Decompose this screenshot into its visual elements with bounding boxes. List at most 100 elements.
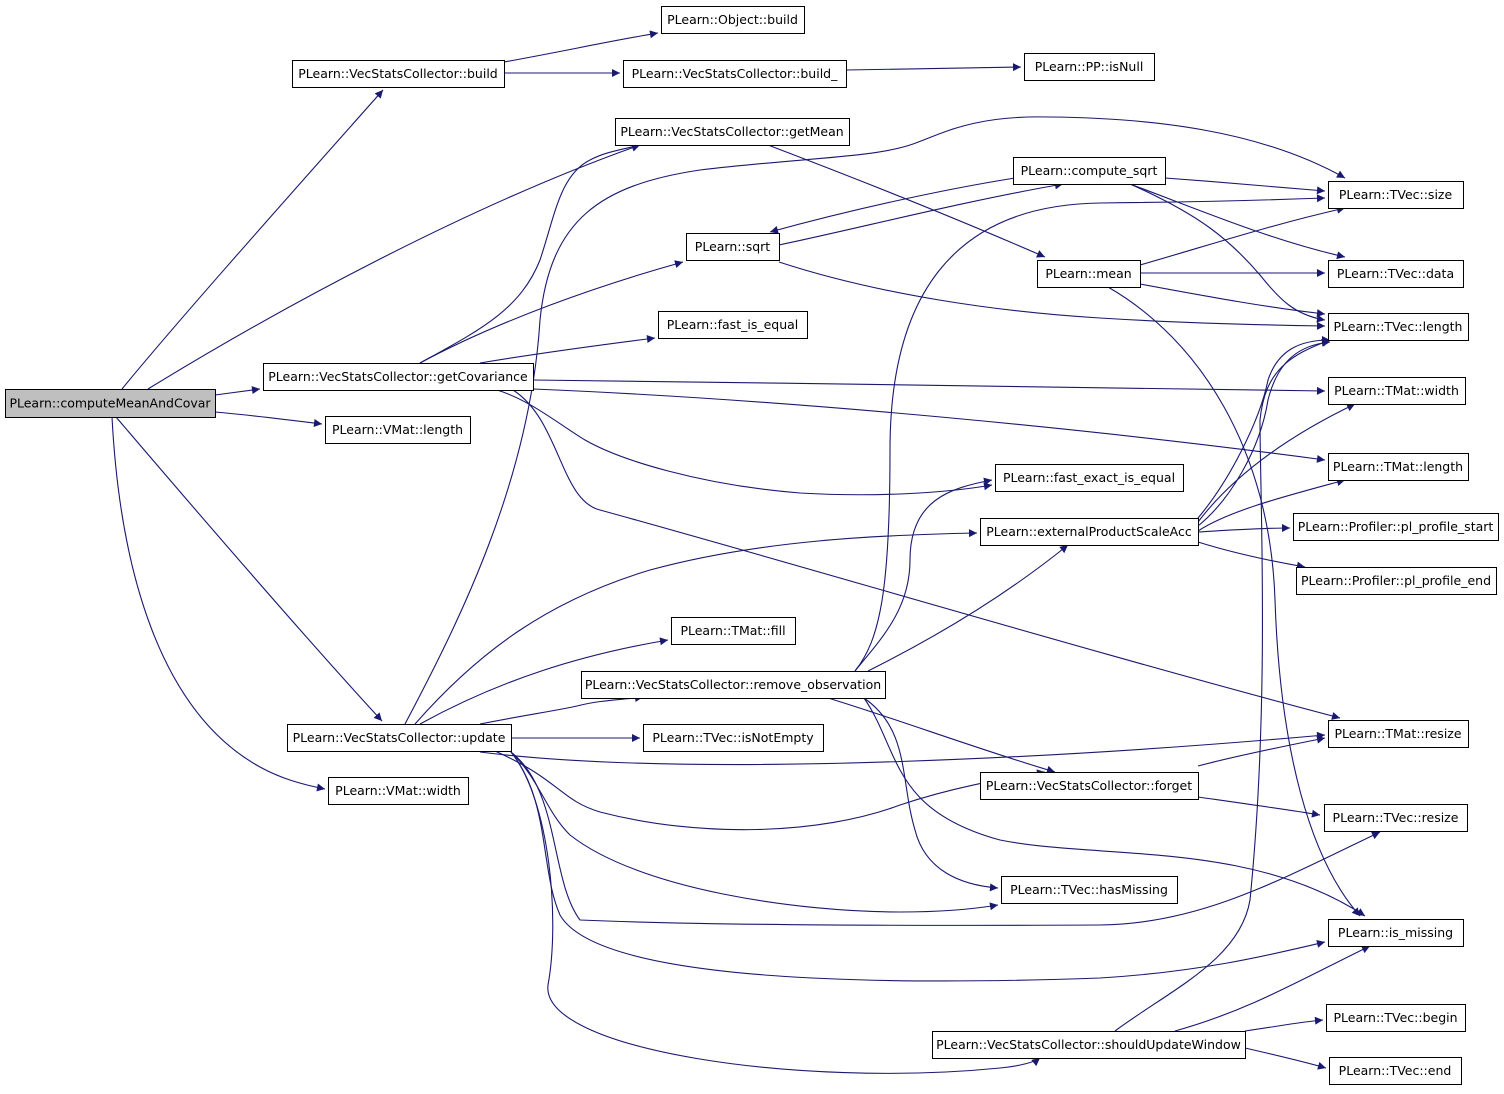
node-tvec-end[interactable]: PLearn::TVec::end [1329, 1057, 1462, 1085]
node-obj-build[interactable]: PLearn::Object::build [661, 6, 805, 34]
call-edge-vsc-shouldUpdateWindow-to-tvec-length [1114, 339, 1331, 1032]
call-edge-vsc-update-to-tvec-resize [510, 751, 1381, 926]
node-pp-isNull[interactable]: PLearn::PP::isNull [1024, 53, 1155, 81]
call-edge-vsc-update-to-tmat-resize [479, 731, 1326, 766]
node-vsc-shouldUpdateWindow[interactable]: PLearn::VecStatsCollector::shouldUpdateW… [932, 1031, 1246, 1059]
node-label: PLearn::TMat::fill [680, 623, 785, 638]
node-computeMeanAndCovar[interactable]: PLearn::computeMeanAndCovar [5, 389, 216, 418]
node-sqrt[interactable]: PLearn::sqrt [686, 233, 780, 261]
node-vmat-width[interactable]: PLearn::VMat::width [328, 777, 469, 805]
node-label: PLearn::fast_exact_is_equal [1003, 470, 1175, 485]
node-tmat-width[interactable]: PLearn::TMat::width [1328, 377, 1466, 405]
node-vmat-length[interactable]: PLearn::VMat::length [325, 416, 471, 444]
call-edge-compute-sqrt-to-tvec-size [1164, 177, 1326, 195]
node-fast-is-equal[interactable]: PLearn::fast_is_equal [658, 311, 808, 339]
node-label: PLearn::VecStatsCollector::forget [986, 778, 1192, 793]
call-edge-vsc-build--to-pp-isNull [845, 63, 1022, 72]
node-tmat-length[interactable]: PLearn::TMat::length [1328, 453, 1469, 481]
node-vsc-update[interactable]: PLearn::VecStatsCollector::update [287, 724, 512, 752]
node-mean[interactable]: PLearn::mean [1037, 260, 1141, 288]
node-tvec-resize[interactable]: PLearn::TVec::resize [1324, 804, 1468, 832]
node-box [1324, 804, 1468, 832]
call-edge-vsc-update-to-is-missing [510, 751, 1326, 982]
call-edge-vsc-getMean-to-mean [767, 144, 1046, 258]
node-box [980, 518, 1199, 546]
node-vsc-getMean[interactable]: PLearn::VecStatsCollector::getMean [615, 118, 850, 146]
node-box [1001, 876, 1178, 904]
call-edge-vsc-update-to-tvec-hasMissing [510, 751, 999, 913]
node-label: PLearn::Profiler::pl_profile_start [1298, 519, 1494, 534]
node-vsc-build-[interactable]: PLearn::VecStatsCollector::build_ [623, 60, 847, 88]
node-box [615, 118, 850, 146]
node-tvec-length[interactable]: PLearn::TVec::length [1328, 313, 1469, 341]
node-box [1293, 513, 1499, 541]
node-box [643, 724, 824, 752]
node-box [1296, 567, 1497, 595]
node-compute-sqrt[interactable]: PLearn::compute_sqrt [1013, 157, 1166, 185]
node-box [1024, 53, 1155, 81]
node-label: PLearn::VecStatsCollector::build_ [632, 66, 838, 81]
node-tvec-data[interactable]: PLearn::TVec::data [1328, 260, 1464, 288]
call-edge-mean-to-tvec-size [1139, 205, 1346, 266]
node-label: PLearn::computeMeanAndCovar [9, 396, 211, 411]
node-label: PLearn::TVec::end [1339, 1063, 1452, 1078]
call-edge-vsc-shouldUpdateWindow-to-tvec-begin [1244, 1016, 1324, 1032]
node-label: PLearn::TVec::length [1334, 319, 1463, 334]
call-edge-vsc-update-to-vsc-forget [494, 750, 1046, 831]
node-pl-profile-start[interactable]: PLearn::Profiler::pl_profile_start [1293, 513, 1499, 541]
node-is-missing[interactable]: PLearn::is_missing [1328, 919, 1464, 947]
call-edge-sqrt-to-compute-sqrt [778, 181, 1064, 246]
call-edge-externalProductScaleAcc-to-pl-profile-end [1197, 541, 1306, 570]
node-box [658, 311, 808, 339]
node-box [1328, 181, 1464, 209]
node-box [1329, 1057, 1462, 1085]
node-label: PLearn::compute_sqrt [1021, 163, 1158, 178]
node-label: PLearn::TVec::resize [1333, 810, 1459, 825]
node-externalProductScaleAcc[interactable]: PLearn::externalProductScaleAcc [980, 518, 1199, 546]
call-edge-compute-sqrt-to-sqrt [769, 177, 1016, 234]
node-tvec-isNotEmpty[interactable]: PLearn::TVec::isNotEmpty [643, 724, 824, 752]
call-edge-vsc-getCovariance-to-fast-is-equal [479, 335, 656, 364]
call-edge-vsc-remove-observation-to-tvec-size [854, 194, 1326, 672]
call-edge-mean-to-tvec-length [1139, 283, 1326, 318]
node-pl-profile-end[interactable]: PLearn::Profiler::pl_profile_end [1296, 567, 1497, 595]
call-edge-vsc-getCovariance-to-sqrt [419, 260, 684, 364]
node-tvec-hasMissing[interactable]: PLearn::TVec::hasMissing [1001, 876, 1178, 904]
node-label: PLearn::TMat::resize [1334, 726, 1461, 741]
node-box [1013, 157, 1166, 185]
node-label: PLearn::VecStatsCollector::getCovariance [268, 369, 528, 384]
node-box [581, 671, 886, 699]
node-vsc-remove-observation[interactable]: PLearn::VecStatsCollector::remove_observ… [581, 671, 886, 699]
node-label: PLearn::TVec::isNotEmpty [652, 730, 814, 745]
call-edge-compute-sqrt-to-tvec-data [1129, 183, 1346, 260]
node-box [932, 1031, 1246, 1059]
node-label: PLearn::fast_is_equal [667, 317, 799, 332]
call-edge-vsc-update-to-tmat-fill [419, 637, 669, 725]
node-vsc-forget[interactable]: PLearn::VecStatsCollector::forget [980, 772, 1199, 800]
node-tvec-size[interactable]: PLearn::TVec::size [1328, 181, 1464, 209]
node-tmat-resize[interactable]: PLearn::TMat::resize [1328, 720, 1469, 748]
node-tmat-fill[interactable]: PLearn::TMat::fill [671, 617, 796, 645]
node-label: PLearn::TVec::hasMissing [1010, 882, 1168, 897]
node-box [1326, 1004, 1466, 1032]
node-vsc-build[interactable]: PLearn::VecStatsCollector::build [292, 60, 505, 88]
node-box [1328, 453, 1469, 481]
call-edge-vsc-getCovariance-to-tmat-resize [512, 389, 1341, 720]
call-edge-vsc-build-to-obj-build [503, 30, 659, 63]
call-edge-externalProductScaleAcc-to-pl-profile-start [1197, 524, 1291, 533]
call-edge-computeMeanAndCovar-to-vsc-getMean [147, 143, 641, 390]
node-tvec-begin[interactable]: PLearn::TVec::begin [1326, 1004, 1466, 1032]
call-edge-vsc-remove-observation-to-fast-exact-is-equal [854, 477, 993, 672]
node-label: PLearn::VecStatsCollector::remove_observ… [585, 677, 881, 692]
node-box [5, 389, 216, 418]
node-fast-exact-is-equal[interactable]: PLearn::fast_exact_is_equal [995, 464, 1184, 492]
call-edge-externalProductScaleAcc-to-tvec-length [1197, 338, 1331, 527]
node-label: PLearn::VecStatsCollector::build [298, 66, 497, 81]
node-vsc-getCovariance[interactable]: PLearn::VecStatsCollector::getCovariance [263, 363, 534, 391]
node-label: PLearn::VMat::width [335, 783, 461, 798]
node-label: PLearn::TVec::data [1337, 266, 1454, 281]
node-box [263, 363, 534, 391]
node-box [623, 60, 847, 88]
node-label: PLearn::TVec::size [1339, 187, 1453, 202]
node-box [1037, 260, 1141, 288]
